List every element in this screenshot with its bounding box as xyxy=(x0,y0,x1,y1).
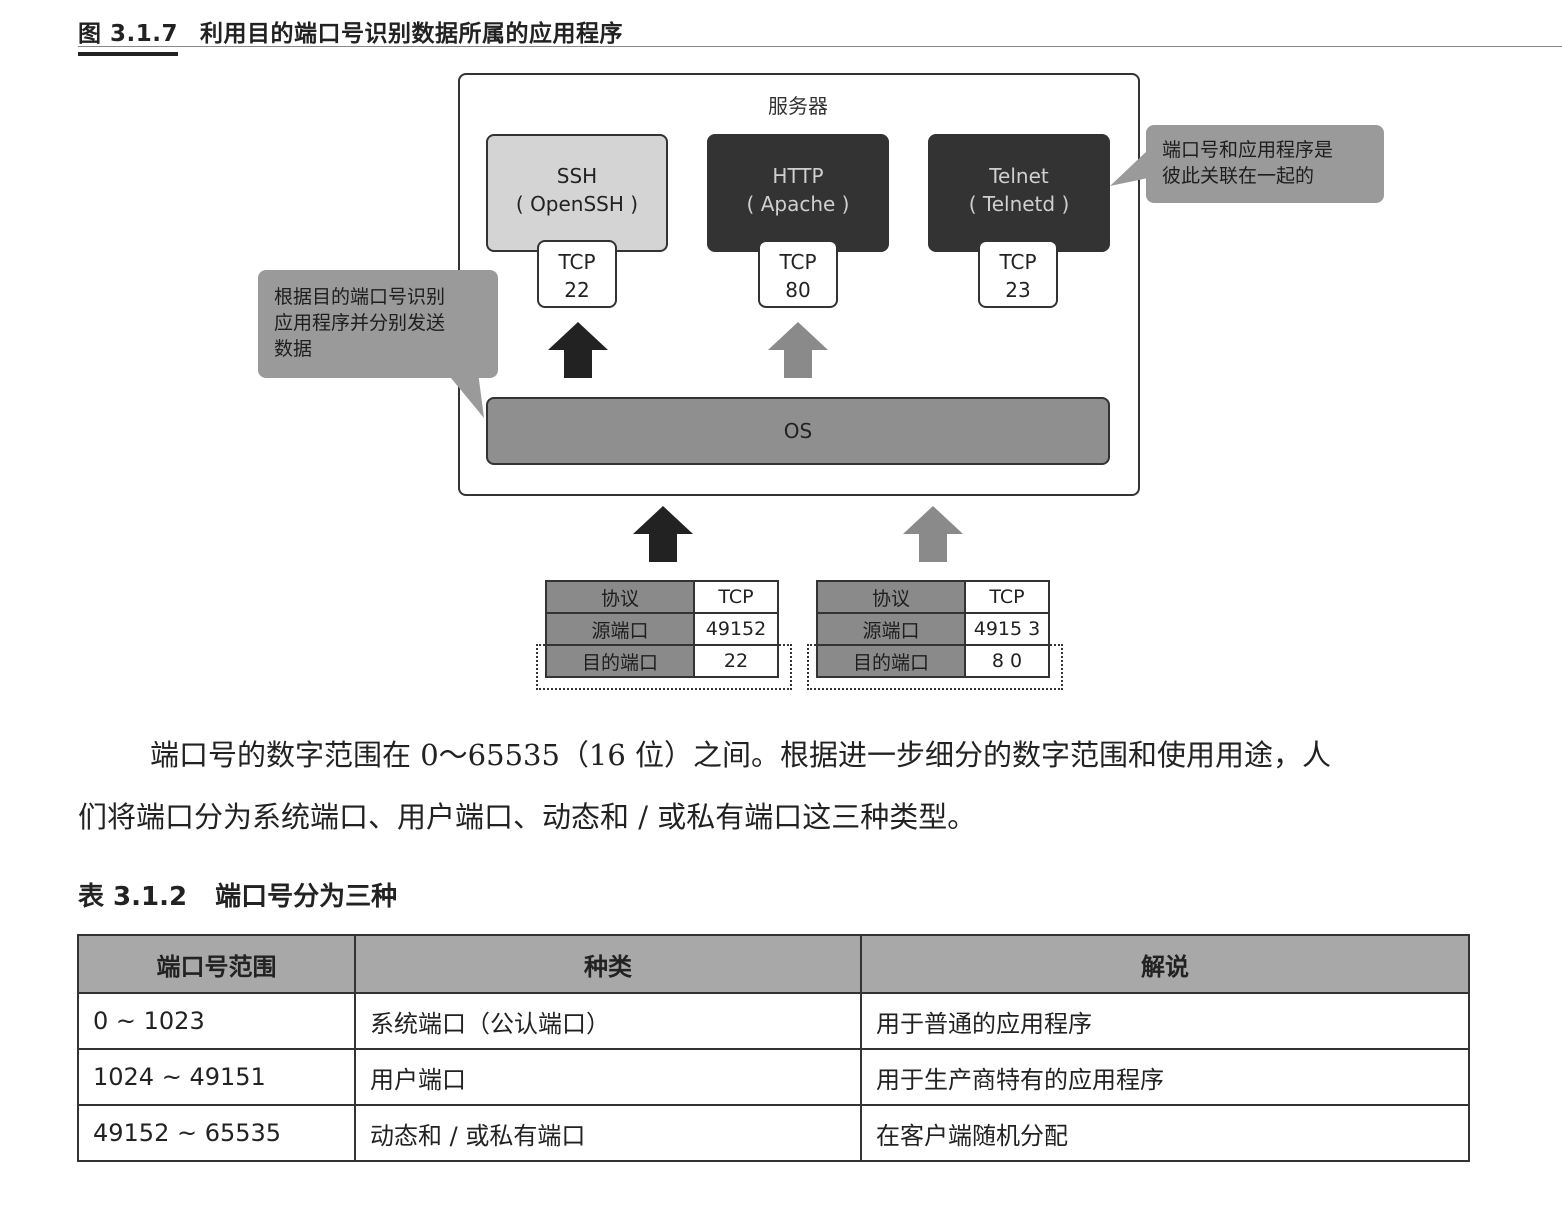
port-number: 23 xyxy=(1005,278,1031,302)
http-port-box: TCP 80 xyxy=(758,240,838,308)
table-row: 49152 ~ 65535 动态和 / 或私有端口 在客户端随机分配 xyxy=(77,1104,1470,1162)
callout-line: 数据 xyxy=(274,338,313,360)
server-label: 服务器 xyxy=(768,94,828,118)
telnet-port-box: TCP 23 xyxy=(978,240,1058,308)
table-cell: 在客户端随机分配 xyxy=(860,1104,1470,1162)
app-impl: ( Telnetd ) xyxy=(968,192,1070,216)
table-number: 表 3.1.2 xyxy=(78,882,188,912)
figure-number: 图 3.1.7 xyxy=(78,14,178,56)
ssh-app-box: SSH ( OpenSSH ) xyxy=(486,134,668,252)
table-row: 1024 ~ 49151 用户端口 用于生产商特有的应用程序 xyxy=(77,1048,1470,1106)
app-name: HTTP xyxy=(772,164,824,188)
callout-tail xyxy=(446,372,484,418)
table-cell: 0 ~ 1023 xyxy=(77,992,356,1050)
port-range-table: 端口号范围 种类 解说 0 ~ 1023 系统端口（公认端口） 用于普通的应用程… xyxy=(77,934,1470,1162)
figure-caption: 图 3.1.7 利用目的端口号识别数据所属的应用程序 xyxy=(78,14,623,56)
column-header: 端口号范围 xyxy=(77,934,356,994)
callout-line: 彼此关联在一起的 xyxy=(1162,165,1315,187)
table-cell: 用于生产商特有的应用程序 xyxy=(860,1048,1470,1106)
header-key: 源端口 xyxy=(545,612,695,646)
header-value: 4915 3 xyxy=(964,612,1050,646)
table-cell: 49152 ~ 65535 xyxy=(77,1104,356,1162)
app-name: Telnet xyxy=(989,164,1049,188)
app-impl: ( Apache ) xyxy=(746,192,850,216)
header-value: 49152 xyxy=(693,612,779,646)
header-key: 源端口 xyxy=(816,612,966,646)
arrows-layer xyxy=(446,150,1148,562)
callout-line: 应用程序并分别发送 xyxy=(274,312,446,334)
table-cell: 动态和 / 或私有端口 xyxy=(354,1104,862,1162)
arrow-up-icon xyxy=(903,506,963,562)
header-value: 22 xyxy=(693,644,779,678)
callout-line: 根据目的端口号识别 xyxy=(274,286,446,308)
header-value: TCP xyxy=(964,580,1050,614)
header-key: 协议 xyxy=(545,580,695,614)
header-key: 目的端口 xyxy=(545,644,695,678)
arrow-up-icon xyxy=(548,322,608,378)
column-header: 解说 xyxy=(860,934,1470,994)
app-impl: ( OpenSSH ) xyxy=(515,192,639,216)
body-paragraph: 端口号的数字范围在 0～65535（16 位）之间。根据进一步细分的数字范围和使… xyxy=(78,724,1562,848)
figure-title: 利用目的端口号识别数据所属的应用程序 xyxy=(200,21,623,47)
os-layer: OS xyxy=(486,397,1110,465)
callout-line: 端口号和应用程序是 xyxy=(1162,139,1334,161)
ssh-port-box: TCP 22 xyxy=(537,240,617,308)
table-header-row: 端口号范围 种类 解说 xyxy=(77,934,1470,994)
dest-port-highlight xyxy=(536,644,792,690)
app-name: SSH xyxy=(556,164,598,188)
port-number: 80 xyxy=(785,278,811,302)
paragraph-line: 们将端口分为系统端口、用户端口、动态和 / 或私有端口这三种类型。 xyxy=(78,800,977,834)
callout-left: 根据目的端口号识别 应用程序并分别发送 数据 xyxy=(258,270,498,378)
telnet-app-box: Telnet ( Telnetd ) xyxy=(928,134,1110,252)
table-cell: 系统端口（公认端口） xyxy=(354,992,862,1050)
callout-right: 端口号和应用程序是 彼此关联在一起的 xyxy=(1146,125,1384,203)
header-value: TCP xyxy=(693,580,779,614)
port-protocol: TCP xyxy=(558,250,596,274)
table-title: 端口号分为三种 xyxy=(215,882,398,912)
table-cell: 用户端口 xyxy=(354,1048,862,1106)
table-row: 0 ~ 1023 系统端口（公认端口） 用于普通的应用程序 xyxy=(77,992,1470,1050)
header-value: 8 0 xyxy=(964,644,1050,678)
port-protocol: TCP xyxy=(999,250,1037,274)
table-cell: 用于普通的应用程序 xyxy=(860,992,1470,1050)
header-key: 协议 xyxy=(816,580,966,614)
http-app-box: HTTP ( Apache ) xyxy=(707,134,889,252)
port-number: 22 xyxy=(564,278,590,302)
header-key: 目的端口 xyxy=(816,644,966,678)
arrow-up-icon xyxy=(633,506,693,562)
table-caption: 表 3.1.2 端口号分为三种 xyxy=(78,876,397,913)
callout-tail xyxy=(1110,150,1148,186)
arrow-up-icon xyxy=(768,322,828,378)
port-protocol: TCP xyxy=(779,250,817,274)
table-cell: 1024 ~ 49151 xyxy=(77,1048,356,1106)
paragraph-line: 端口号的数字范围在 0～65535（16 位）之间。根据进一步细分的数字范围和使… xyxy=(150,738,1332,772)
dest-port-highlight xyxy=(807,644,1063,690)
column-header: 种类 xyxy=(354,934,862,994)
caption-divider xyxy=(78,46,1562,47)
